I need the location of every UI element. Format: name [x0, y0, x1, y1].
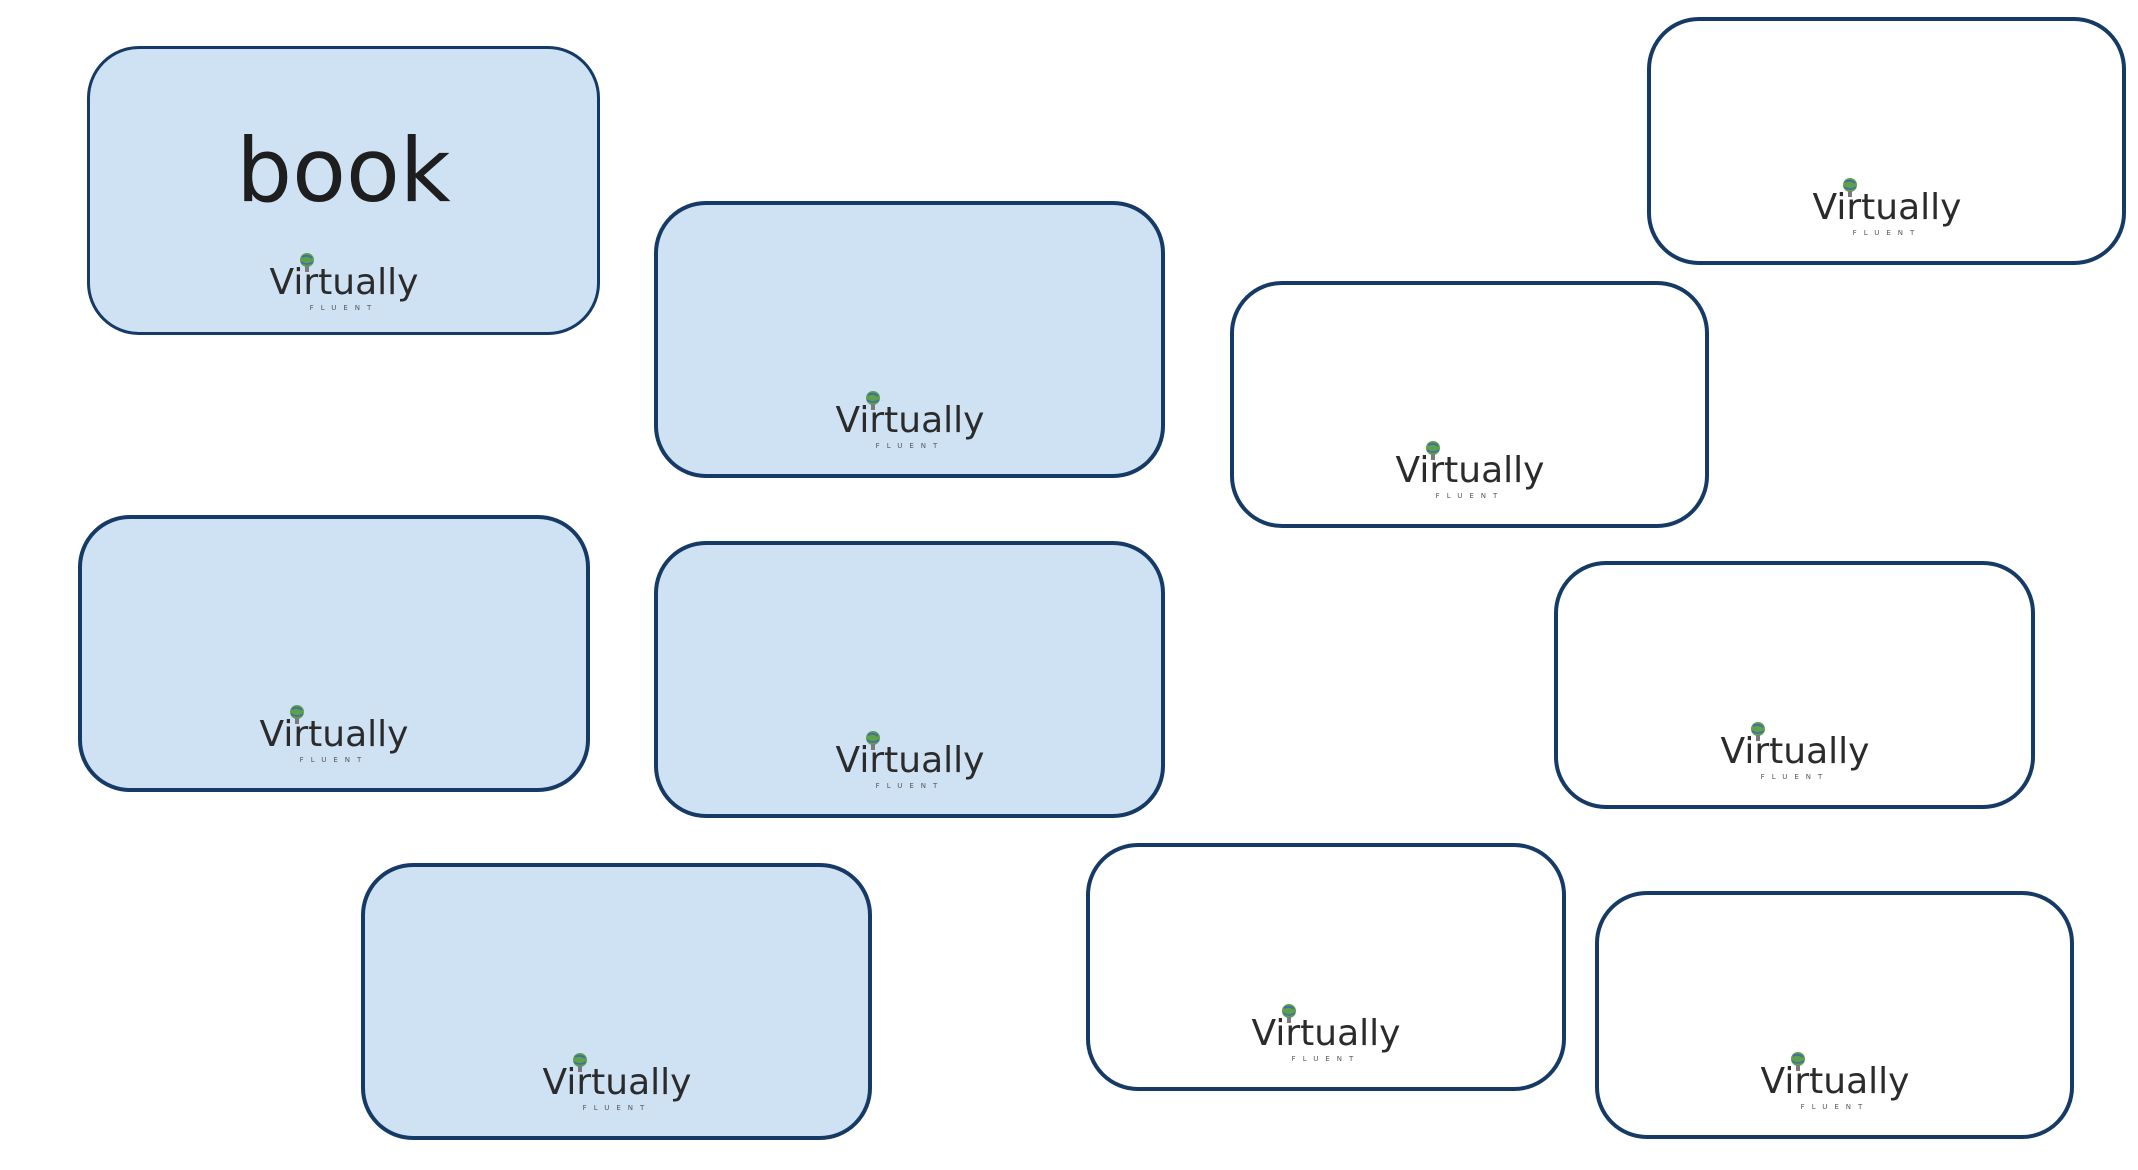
globe-icon [1282, 1004, 1296, 1023]
logo-wordmark: Virtually [1760, 1061, 1909, 1102]
logo-tagline: FLUENT [1435, 492, 1504, 500]
virtually-fluent-logo: Virtually FLUENT [835, 384, 985, 456]
globe-icon [1425, 441, 1440, 460]
globe-icon [572, 1053, 587, 1072]
logo-wordmark: Virtually [835, 400, 984, 441]
logo-tagline: FLUENT [1292, 1055, 1361, 1063]
globe-icon [1842, 178, 1857, 197]
globe-icon [865, 731, 880, 750]
virtually-fluent-logo: Virtually FLUENT [542, 1046, 692, 1118]
virtually-fluent-logo: Virtually FLUENT [1251, 997, 1401, 1069]
card-2[interactable]: Virtually FLUENT [654, 201, 1165, 478]
logo-tagline: FLUENT [582, 1104, 651, 1112]
logo-wordmark: Virtually [1395, 450, 1544, 491]
card-3[interactable]: Virtually FLUENT [1230, 281, 1709, 528]
virtually-fluent-logo: Virtually FLUENT [269, 246, 419, 318]
card-7[interactable]: Virtually FLUENT [1554, 561, 2035, 809]
globe-icon [299, 253, 314, 272]
logo-wordmark: Virtually [835, 740, 984, 781]
card-8[interactable]: Virtually FLUENT [361, 863, 872, 1140]
card-word: book [236, 119, 451, 222]
virtually-fluent-logo: Virtually FLUENT [835, 724, 985, 796]
globe-icon [865, 391, 880, 410]
globe-icon [290, 705, 304, 724]
globe-icon [1750, 722, 1765, 741]
logo-wordmark: Virtually [260, 714, 409, 755]
card-6[interactable]: Virtually FLUENT [654, 541, 1165, 818]
virtually-fluent-logo: Virtually FLUENT [259, 698, 409, 770]
virtually-fluent-logo: Virtually FLUENT [1812, 171, 1962, 243]
logo-tagline: FLUENT [300, 756, 369, 764]
card-4[interactable]: Virtually FLUENT [1647, 17, 2126, 265]
virtually-fluent-logo: Virtually FLUENT [1760, 1045, 1910, 1117]
globe-icon [1790, 1052, 1805, 1071]
card-10[interactable]: Virtually FLUENT [1595, 891, 2074, 1139]
virtually-fluent-logo: Virtually FLUENT [1720, 715, 1870, 787]
logo-tagline: FLUENT [1760, 773, 1829, 781]
logo-tagline: FLUENT [1800, 1103, 1869, 1111]
logo-tagline: FLUENT [875, 782, 944, 790]
logo-tagline: FLUENT [1852, 229, 1921, 237]
logo-tagline: FLUENT [875, 442, 944, 450]
logo-wordmark: Virtually [269, 262, 418, 303]
logo-wordmark: Virtually [1720, 731, 1869, 772]
card-5[interactable]: Virtually FLUENT [78, 515, 590, 792]
logo-wordmark: Virtually [542, 1062, 691, 1103]
logo-wordmark: Virtually [1812, 187, 1961, 228]
logo-wordmark: Virtually [1252, 1013, 1401, 1054]
card-9[interactable]: Virtually FLUENT [1086, 843, 1566, 1091]
virtually-fluent-logo: Virtually FLUENT [1395, 434, 1545, 506]
logo-tagline: FLUENT [309, 304, 378, 312]
card-1[interactable]: book Virtually FLUENT [87, 46, 600, 335]
